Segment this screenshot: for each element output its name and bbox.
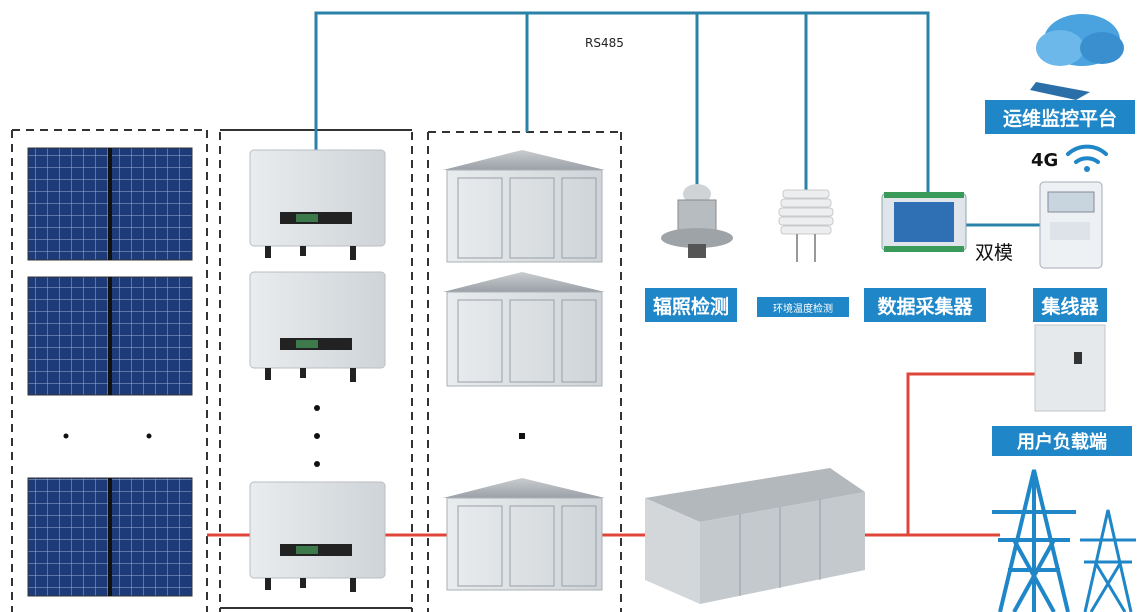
solar-panel [27, 276, 193, 396]
inverter [249, 149, 386, 260]
solar-panel [27, 147, 193, 261]
wifi-signal-icon [1066, 144, 1108, 172]
inverter [249, 481, 386, 592]
transmission-tower-icon [1080, 509, 1136, 612]
data-collector-device [881, 192, 967, 252]
env-temp-label: 环境温度检测 [757, 297, 849, 317]
ellipsis-dots [63, 433, 152, 439]
main-substation [645, 468, 865, 604]
irradiance-label: 辐照检测 [645, 288, 737, 322]
box-transformer [443, 150, 605, 263]
inverter [249, 271, 386, 382]
transmission-tower-icon [992, 469, 1076, 612]
smart-meter-icon [1039, 181, 1103, 269]
user-load-label: 用户负载端 [992, 426, 1132, 456]
ellipsis-dots [314, 405, 320, 467]
concentrator-cabinet [1034, 324, 1106, 412]
concentrator-label: 集线器 [1033, 288, 1107, 322]
ellipsis-dots [519, 433, 525, 439]
transformer-group [427, 131, 622, 612]
irradiance-sensor [661, 184, 733, 258]
inverter-group [219, 129, 413, 612]
4g-label: 4G [1031, 150, 1059, 171]
box-transformer [443, 272, 605, 387]
dual-mode-label: 双模 [975, 242, 1014, 264]
data-collector-label: 数据采集器 [864, 288, 986, 322]
box-transformer [443, 478, 605, 591]
solar-array-group [11, 129, 208, 612]
ops-platform-label: 运维监控平台 [985, 100, 1135, 134]
solar-panel [27, 477, 193, 597]
temperature-sensor [778, 189, 834, 262]
rs485-label: RS485 [585, 36, 624, 50]
rs485-bus [314, 11, 1040, 227]
